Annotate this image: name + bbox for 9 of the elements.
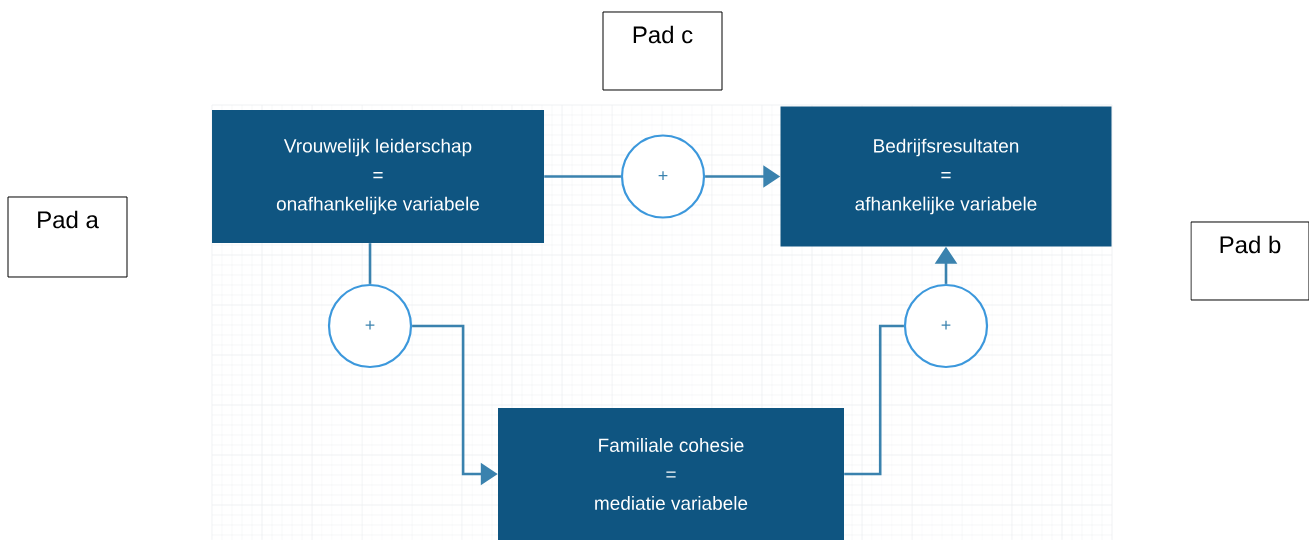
variable-box: Vrouwelijk leiderschap = onafhankelijke variabele xyxy=(212,110,544,243)
path-label-box: Pad a xyxy=(7,196,128,278)
variable-box: Familiale cohesie = mediatie variabele xyxy=(498,408,844,540)
path-label-box: Pad c xyxy=(602,11,723,91)
variable-box: Bedrijfsresultaten = afhankelijke variabele xyxy=(780,106,1112,247)
path-label-box: Pad b xyxy=(1190,221,1309,301)
connector-line xyxy=(544,175,621,178)
connector-line xyxy=(368,243,372,284)
connector-line xyxy=(844,324,904,476)
